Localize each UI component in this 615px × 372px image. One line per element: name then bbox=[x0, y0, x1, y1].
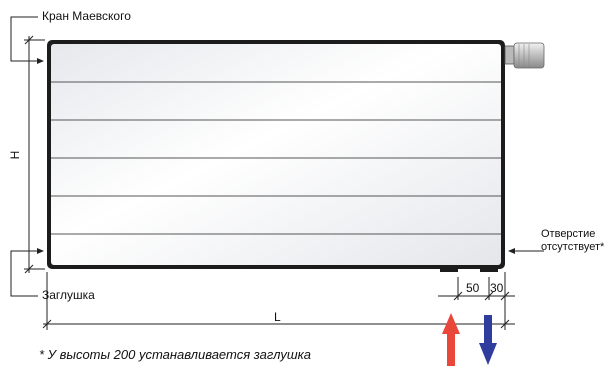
length-dimension bbox=[42, 272, 515, 330]
arrow-down-icon bbox=[479, 315, 497, 365]
inlet-nipple bbox=[440, 268, 458, 272]
radiator-panel bbox=[47, 40, 505, 272]
thermostatic-valve-icon bbox=[504, 42, 545, 69]
plug-label: Заглушка bbox=[42, 288, 95, 302]
hole-label-line2: отсутствует* bbox=[541, 241, 605, 253]
hole-leader bbox=[508, 248, 544, 254]
connection-dimensions bbox=[438, 277, 515, 301]
footnote: * У высоты 200 устанавливается заглушка bbox=[39, 347, 311, 362]
dim-50-label: 50 bbox=[466, 281, 480, 295]
outlet-nipple bbox=[480, 268, 498, 272]
mayevsky-leader bbox=[10, 16, 44, 64]
height-dimension bbox=[24, 35, 45, 274]
dim-30-label: 30 bbox=[490, 281, 504, 295]
arrow-up-icon bbox=[442, 313, 460, 366]
length-label: L bbox=[274, 310, 281, 324]
hole-label-line1: Отверстие bbox=[541, 228, 596, 240]
plug-leader bbox=[10, 248, 44, 297]
panel-grooves bbox=[51, 81, 501, 235]
height-label: H bbox=[8, 150, 22, 160]
mayevsky-valve-label: Кран Маевского bbox=[42, 9, 131, 23]
